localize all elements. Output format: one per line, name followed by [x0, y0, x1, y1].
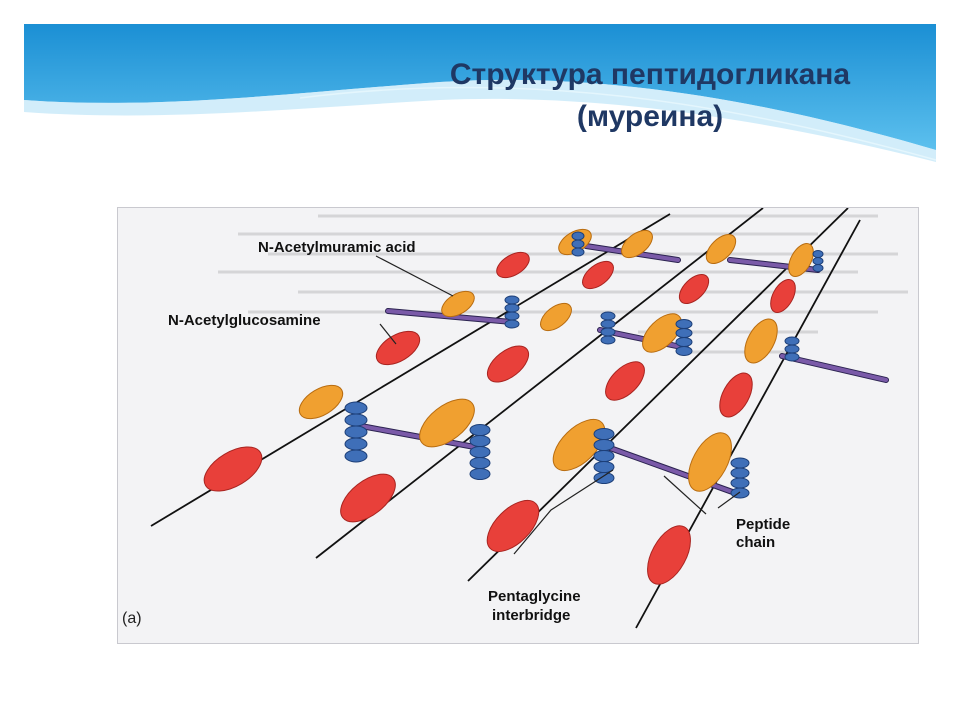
nam-unit [552, 419, 606, 471]
label-n-acetylmuramic-acid: N-Acetylmuramic acid [258, 239, 416, 256]
nag-unit [647, 525, 691, 585]
peptide-unit [344, 425, 368, 439]
peptide-unit [344, 437, 368, 451]
interbridge [608, 446, 740, 496]
peptide-unit [571, 247, 585, 257]
peptide-unit [675, 319, 693, 329]
peptide-unit [675, 346, 693, 356]
nam-unit [621, 229, 653, 259]
peptide-unit [571, 239, 585, 249]
nam-unit [298, 384, 344, 420]
nag-unit [486, 500, 540, 552]
peptide-unit [469, 424, 491, 436]
peptide-unit [812, 250, 824, 258]
label-n-acetylglucosamine: N-Acetylglucosamine [168, 312, 321, 329]
peptide-unit [812, 257, 824, 265]
nam-unit [419, 398, 475, 448]
peptide-unit [600, 319, 616, 329]
peptide-unit [730, 457, 750, 469]
peptide-unit [571, 231, 585, 241]
nag-unit [770, 279, 796, 313]
peptide-unit [469, 446, 491, 458]
peptide-unit [469, 457, 491, 469]
label-peptide-chain-line2: chain [736, 534, 775, 551]
slide-title-line2: (муреина) [576, 100, 724, 133]
peptide-unit [593, 428, 615, 440]
header-banner [24, 24, 937, 162]
peptide-unit [600, 327, 616, 337]
banner-wave [24, 24, 936, 150]
peptide-unit [344, 401, 368, 415]
slide-title: Структура пептидогликана (муреина) [380, 54, 920, 138]
peptide-unit [600, 311, 616, 321]
glycan-strand-2 [315, 208, 764, 559]
peptide-chains [344, 231, 824, 499]
nam-unit [788, 243, 814, 277]
nag-unit [340, 473, 396, 523]
label-pentaglycine-line1: Pentaglycine [488, 588, 581, 605]
panel-label: (a) [122, 610, 142, 627]
slide-title-line1: Структура пептидогликана [449, 58, 851, 91]
peptide-unit [469, 468, 491, 480]
peptide-unit [504, 295, 520, 305]
label-peptide-chain-line1: Peptide [736, 516, 790, 533]
peptide-unit [504, 311, 520, 321]
peptide-unit [504, 319, 520, 329]
peptide-unit [593, 450, 615, 462]
peptide-unit [675, 337, 693, 347]
peptide-unit [784, 344, 800, 354]
peptide-unit [730, 477, 750, 489]
background-text-texture [218, 214, 908, 354]
nag-unit [496, 251, 530, 279]
nag-unit [605, 361, 645, 401]
callout-lines [375, 255, 741, 555]
peptide-unit [730, 467, 750, 479]
peptide-unit [344, 449, 368, 463]
nam-unit [642, 313, 682, 353]
peptide-unit [344, 413, 368, 427]
nam-unit [688, 432, 732, 492]
label-pentaglycine-line2: interbridge [492, 607, 570, 624]
nag-unit [678, 274, 710, 304]
nag-unit [719, 372, 753, 418]
nag-unit [486, 345, 530, 383]
nam-unit [744, 318, 778, 364]
peptide-unit [600, 335, 616, 345]
banner-wave-highlight [24, 79, 936, 162]
peptide-unit [812, 264, 824, 272]
peptide-unit [784, 336, 800, 346]
nam-unit [705, 234, 737, 264]
interbridge [780, 354, 888, 382]
sugar-units [203, 228, 814, 585]
peptide-unit [784, 352, 800, 362]
nag-unit [203, 446, 263, 492]
peptide-unit [593, 439, 615, 451]
nam-unit [540, 302, 572, 332]
peptide-unit [675, 328, 693, 338]
nag-unit [375, 330, 421, 366]
peptide-unit [593, 472, 615, 484]
peptide-unit [504, 303, 520, 313]
nag-unit [582, 260, 614, 290]
peptidoglycan-figure: N-Acetylmuramic acid N-Acetylglucosamine… [117, 207, 919, 644]
peptidoglycan-diagram: N-Acetylmuramic acid N-Acetylglucosamine… [122, 208, 908, 629]
peptide-unit [469, 435, 491, 447]
